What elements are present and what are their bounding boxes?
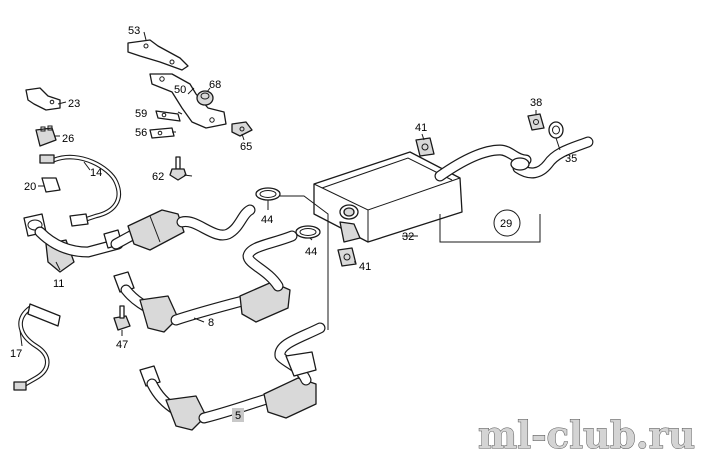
callout-35: 35 (565, 153, 577, 165)
callout-8: 8 (208, 317, 214, 329)
catalytic-converter-front (110, 204, 256, 251)
clip-26 (35, 125, 57, 147)
callout-44-lower: 44 (305, 246, 317, 258)
callout-29: 29 (500, 218, 512, 230)
callout-11: 11 (53, 278, 64, 290)
strap-59 (155, 110, 181, 122)
callout-26: 26 (62, 133, 74, 145)
callout-50: 50 (174, 84, 186, 96)
callout-labels: 53 50 68 59 56 65 62 23 26 14 20 11 17 4… (10, 25, 577, 422)
oxygen-sensor-17 (13, 303, 61, 391)
clamp-44-upper (255, 187, 281, 201)
isolator-68 (196, 90, 214, 106)
rubber-mount-38 (527, 113, 545, 131)
front-pipe-11 (23, 213, 124, 273)
leader-lines (19, 31, 561, 347)
clamp-38 (548, 121, 564, 139)
strap-56 (149, 127, 175, 139)
callout-41-lower: 41 (359, 261, 371, 273)
clamp-44-lower (295, 225, 321, 239)
silencer-32 (313, 144, 532, 243)
callout-44-upper: 44 (261, 214, 273, 226)
bolt-62 (169, 156, 187, 181)
callout-62: 62 (152, 171, 164, 183)
bolt-47 (113, 305, 131, 331)
callout-17: 17 (10, 348, 22, 360)
callout-41-upper: 41 (415, 122, 427, 134)
callout-14: 14 (90, 167, 102, 179)
callout-59: 59 (135, 108, 147, 120)
rubber-mount-41-upper (415, 137, 435, 157)
oxygen-sensor-14 (39, 154, 122, 227)
callout-23: 23 (68, 98, 80, 110)
callout-53: 53 (128, 25, 140, 37)
clip-20 (41, 177, 61, 193)
callout-32: 32 (402, 231, 414, 243)
clamp-65 (231, 121, 253, 137)
bracket-50 (149, 73, 227, 129)
callout-5: 5 (235, 410, 241, 422)
bracket-23 (25, 87, 61, 111)
callout-20: 20 (24, 181, 36, 193)
callout-65: 65 (240, 141, 252, 153)
callout-38: 38 (530, 97, 542, 109)
pipe-5-highlight (232, 408, 244, 422)
bracket-53 (127, 39, 189, 71)
callout-47: 47 (116, 339, 128, 351)
watermark-text: ml-club.ru (478, 413, 695, 457)
callout-56: 56 (135, 127, 147, 139)
pipe-5 (139, 322, 326, 431)
pipe-8 (113, 230, 298, 333)
tail-pipe-35 (510, 136, 594, 179)
callout-29-circle (493, 209, 521, 237)
rubber-mount-41-lower (337, 247, 357, 267)
callout-68: 68 (209, 79, 221, 91)
